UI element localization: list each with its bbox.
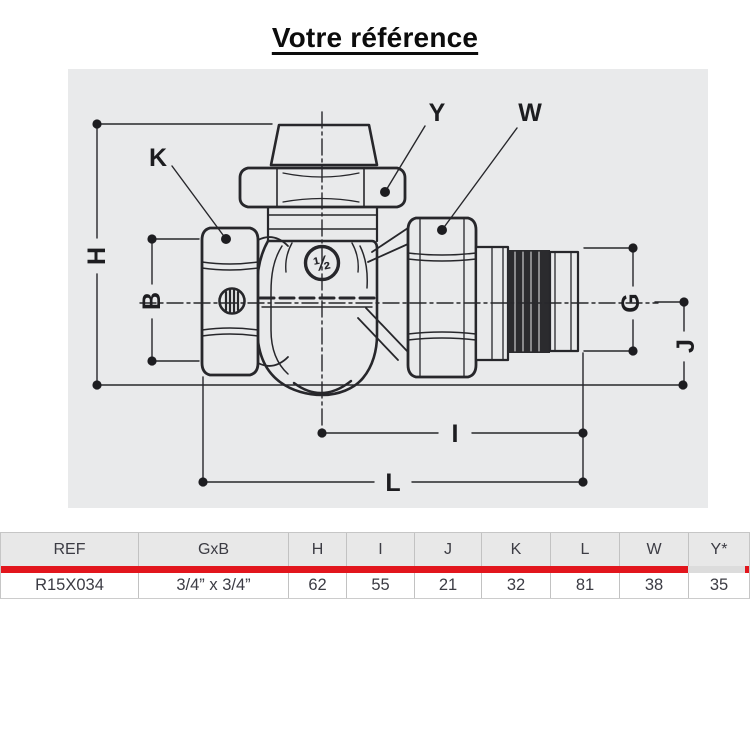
leader-w	[441, 127, 518, 231]
spec-table-header-row: REF GxB H I J K L W Y*	[1, 533, 749, 566]
red-divider-line	[1, 566, 749, 573]
col-header-w: W	[619, 533, 688, 566]
cell-i: 55	[346, 573, 414, 598]
col-header-gxb: GxB	[138, 533, 288, 566]
valve-technical-drawing: ½	[83, 99, 700, 497]
dim-label-j: J	[672, 339, 700, 353]
col-header-i: I	[346, 533, 414, 566]
cell-w: 38	[619, 573, 688, 598]
dimension-h	[96, 123, 273, 386]
dimension-lines	[96, 123, 685, 483]
cell-h: 62	[288, 573, 346, 598]
col-header-h: H	[288, 533, 346, 566]
col-header-ref: REF	[1, 533, 138, 566]
col-header-l: L	[550, 533, 619, 566]
dimension-g	[583, 247, 634, 352]
col-header-j: J	[414, 533, 481, 566]
spec-table: REF GxB H I J K L W Y* R15X034 3/4” x 3/…	[0, 532, 750, 599]
cell-ref: R15X034	[1, 573, 138, 598]
spec-table-data-row: R15X034 3/4” x 3/4” 62 55 21 32 81 38 35	[1, 573, 749, 598]
dimension-dots	[92, 119, 689, 487]
dim-label-b: B	[138, 292, 166, 310]
col-header-y: Y*	[688, 533, 749, 566]
dim-label-h: H	[83, 247, 111, 265]
cell-l: 81	[550, 573, 619, 598]
leader-y	[384, 125, 426, 193]
dim-label-i: I	[452, 420, 459, 448]
dimension-b	[151, 238, 200, 362]
cell-y: 35	[688, 573, 749, 598]
brand-logo-glyph: ½	[312, 252, 333, 277]
valve-drawing: ½	[200, 123, 580, 397]
cell-j: 21	[414, 573, 481, 598]
dim-label-g: G	[617, 293, 645, 312]
union-nut	[406, 216, 478, 379]
center-lines	[139, 111, 659, 434]
leader-k	[171, 165, 227, 240]
cell-gxb: 3/4” x 3/4”	[138, 573, 288, 598]
technical-drawing-panel: ½	[68, 69, 708, 508]
cell-k: 32	[481, 573, 550, 598]
page-title: Votre référence	[271, 22, 479, 53]
dim-label-l: L	[385, 469, 400, 497]
valve-top-cap	[269, 123, 379, 167]
left-female-nut	[200, 226, 289, 377]
dim-label-k: K	[149, 144, 167, 172]
dimension-l	[202, 352, 584, 483]
dimension-labels: H B K Y W G J I L	[83, 99, 700, 497]
col-header-k: K	[481, 533, 550, 566]
page-title-wrap: Votre référence	[0, 22, 750, 54]
dim-label-y: Y	[429, 99, 446, 127]
dim-label-w: W	[518, 99, 542, 127]
